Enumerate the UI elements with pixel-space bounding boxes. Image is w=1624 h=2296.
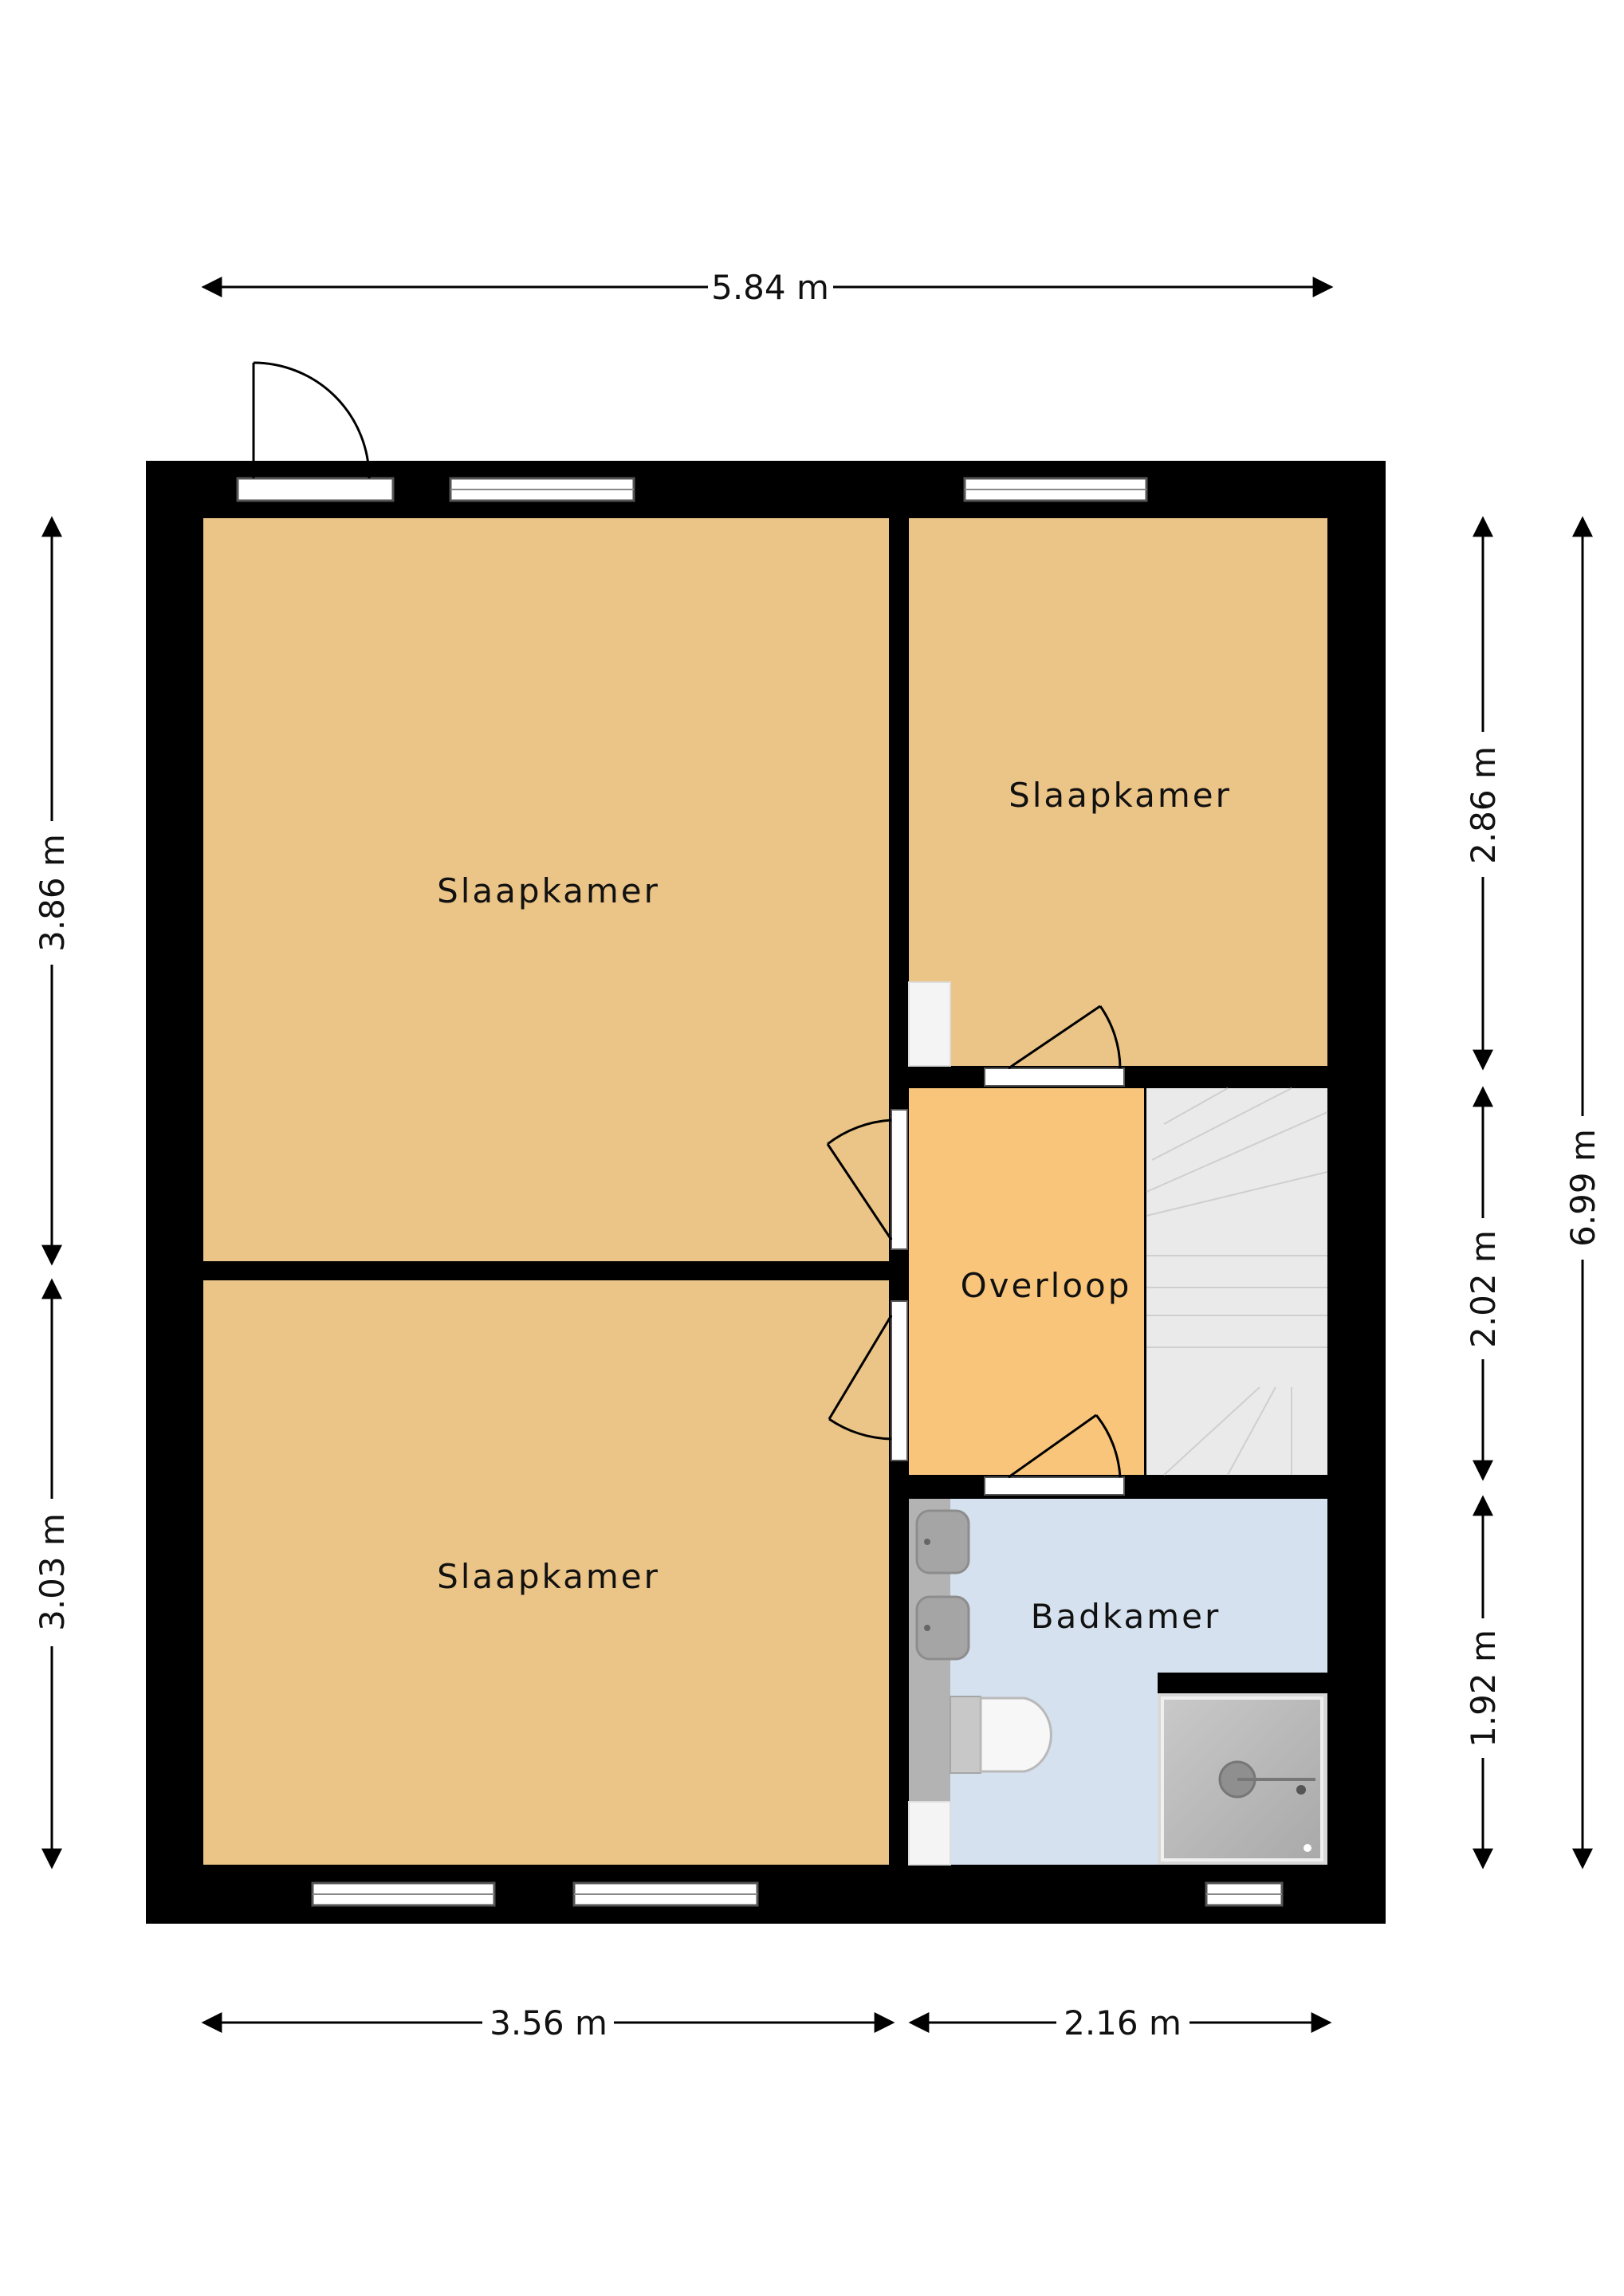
door-opening-bedroom-small xyxy=(984,1067,1125,1087)
shower-tray xyxy=(1161,1696,1323,1862)
sink-2 xyxy=(915,1595,970,1661)
staircase xyxy=(1146,1087,1328,1476)
dim-right-upper-height: 2.86 m xyxy=(1464,746,1503,864)
dim-right-middle-height: 2.02 m xyxy=(1464,1230,1503,1348)
sink-1 xyxy=(915,1509,970,1575)
dim-left-upper-height: 3.86 m xyxy=(33,834,72,952)
door-opening-bedroom-bottom xyxy=(891,1300,908,1461)
door-bedroom-large xyxy=(826,1119,893,1240)
vanity-end xyxy=(908,1801,951,1866)
label-bedroom-small: Slaapkamer xyxy=(1009,776,1232,815)
window-top-2 xyxy=(963,477,1148,502)
room-bathroom xyxy=(909,1499,1327,1865)
shaft xyxy=(908,981,951,1067)
room-bedroom-large xyxy=(203,518,889,1261)
door-bedroom-bottom xyxy=(828,1315,893,1441)
dim-left-width: 3.56 m xyxy=(490,2003,608,2042)
window-bottom-3 xyxy=(1205,1881,1284,1907)
dim-total-width: 5.84 m xyxy=(711,268,829,307)
window-top-1 xyxy=(449,477,635,502)
balcony-door xyxy=(252,361,371,479)
dim-right-lower-height: 1.92 m xyxy=(1464,1630,1503,1748)
window-bottom-2 xyxy=(572,1881,759,1907)
dim-total-height: 6.99 m xyxy=(1563,1129,1602,1247)
label-bedroom-bottom: Slaapkamer xyxy=(437,1557,660,1596)
dim-right-width: 2.16 m xyxy=(1064,2003,1182,2042)
door-opening-bedroom-large xyxy=(891,1109,908,1250)
room-bedroom-small xyxy=(909,518,1327,1066)
dim-left-lower-height: 3.03 m xyxy=(33,1513,72,1631)
room-stairs xyxy=(1146,1088,1327,1475)
toilet xyxy=(950,1696,1052,1774)
window-bottom-1 xyxy=(311,1881,496,1907)
label-landing: Overloop xyxy=(961,1266,1132,1305)
door-bathroom xyxy=(1008,1413,1122,1479)
label-bedroom-large: Slaapkamer xyxy=(437,871,660,910)
room-landing xyxy=(909,1088,1144,1475)
label-bathroom: Badkamer xyxy=(1031,1597,1221,1636)
door-opening-bathroom xyxy=(984,1476,1125,1496)
balcony-door-opening xyxy=(236,477,395,502)
room-bedroom-bottom xyxy=(203,1280,889,1865)
door-bedroom-small xyxy=(1008,1005,1122,1070)
